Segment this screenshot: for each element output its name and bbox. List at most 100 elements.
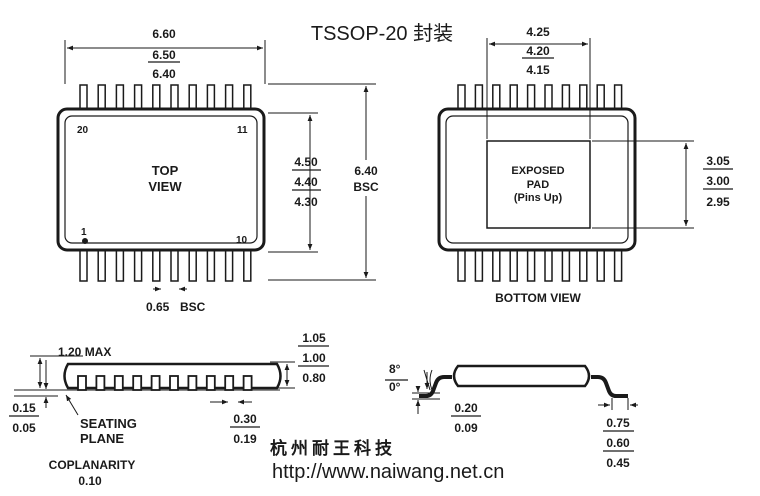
bottom-view-pin: [544, 84, 553, 112]
pitch-dim-note: BSC: [180, 300, 206, 314]
top-view-pin: [224, 247, 234, 282]
lead-thick-max: 0.20: [454, 401, 478, 415]
pin-10-label: 10: [236, 235, 248, 246]
side-view: 1.20 MAX 1.05 1.00 0.80 0.15 0.05 SEATIN…: [9, 331, 329, 488]
body-dim-min: 4.30: [294, 195, 318, 209]
top-view-pin: [152, 247, 161, 282]
top-view-pin: [188, 247, 197, 282]
bottom-view-caption: BOTTOM VIEW: [495, 291, 581, 305]
end-view-body: [452, 364, 591, 388]
exposed-pad-line2: PAD: [527, 179, 549, 191]
top-view-pin: [97, 247, 106, 282]
top-view-pin: [133, 247, 143, 282]
drawing-title: TSSOP-20 封装: [311, 22, 453, 45]
standoff-min: 0.05: [12, 421, 36, 435]
bottom-view: EXPOSED PAD (Pins Up) BOTTOM VIEW 4.25 4…: [437, 25, 733, 305]
overall-dim-note: BSC: [353, 180, 379, 194]
bottom-view-pin: [509, 247, 518, 282]
end-view-lead-left: [419, 375, 452, 398]
side-view-lead: [169, 375, 179, 391]
lead-thick-min: 0.09: [454, 421, 478, 435]
bottom-view-pin: [457, 84, 466, 112]
bottom-view-pin: [613, 84, 623, 112]
pad-height-min: 2.95: [706, 195, 730, 209]
lead-width-min: 0.19: [233, 432, 257, 446]
side-view-lead: [242, 375, 253, 391]
exposed-pad-line1: EXPOSED: [511, 165, 564, 177]
top-view-label-line1: TOP: [152, 163, 179, 178]
top-view-pin: [133, 84, 143, 112]
seating-plane-line1: SEATING: [80, 416, 137, 431]
top-view-pin: [206, 84, 216, 112]
body-thick-nom: 1.00: [302, 351, 326, 365]
angle-max: 8°: [389, 362, 401, 376]
top-view-pin: [115, 247, 125, 282]
side-view-lead: [113, 375, 124, 391]
bottom-view-pin: [474, 247, 484, 282]
side-view-lead: [187, 375, 198, 391]
seating-plane-leader: [65, 394, 79, 416]
top-view-pin: [224, 84, 234, 112]
top-view-pin: [188, 84, 197, 112]
seating-plane-line2: PLANE: [80, 431, 124, 446]
angle-arc: [429, 369, 433, 391]
angle-min: 0°: [389, 380, 401, 394]
top-view-pin: [152, 84, 161, 112]
top-view-pin: [170, 84, 179, 112]
side-view-lead: [77, 375, 87, 391]
width-dim-max: 6.60: [152, 27, 176, 41]
top-view-pin: [115, 84, 125, 112]
coplanarity-value: 0.10: [78, 474, 102, 488]
side-view-lead: [132, 375, 143, 391]
bottom-view-pin: [561, 247, 571, 282]
foot-length-min: 0.45: [606, 456, 630, 470]
bottom-view-pin: [457, 247, 466, 282]
top-view-label-line2: VIEW: [148, 179, 182, 194]
bottom-view-pin: [509, 84, 518, 112]
bottom-view-pin: [579, 247, 588, 282]
overall-dim-value: 6.40: [354, 164, 378, 178]
bottom-view-pin: [579, 84, 588, 112]
top-view-pin: [79, 247, 88, 282]
width-dim-min: 6.40: [152, 67, 176, 81]
exposed-pad-line3: (Pins Up): [514, 192, 563, 204]
bottom-view-pins-top: [457, 84, 623, 112]
max-height-label: 1.20 MAX: [58, 345, 111, 359]
company-name: 杭州耐王科技: [270, 438, 396, 458]
exposed-pad: [486, 140, 591, 229]
company-url: http://www.naiwang.net.cn: [272, 461, 504, 483]
end-view: 8° 0° 0.20 0.09 0.75 0.60 0.45: [385, 362, 638, 470]
bottom-view-pin: [474, 84, 484, 112]
pad-width-nom: 4.20: [526, 44, 550, 58]
bottom-view-body-inner: [445, 115, 629, 244]
body-thick-max: 1.05: [302, 331, 326, 345]
pitch-dim-value: 0.65: [146, 300, 170, 314]
top-view-pins-top: [79, 84, 252, 112]
bottom-view-pin: [492, 84, 501, 112]
body-dim-max: 4.50: [294, 155, 318, 169]
pad-height-max: 3.05: [706, 154, 730, 168]
bottom-view-pin: [596, 84, 605, 112]
pin-20-label: 20: [77, 125, 89, 136]
top-view-pin: [79, 84, 88, 112]
lead-width-max: 0.30: [233, 412, 257, 426]
top-view-pin: [97, 84, 106, 112]
bottom-view-pin: [613, 247, 623, 282]
body-dim-nom: 4.40: [294, 175, 318, 189]
side-view-lead: [150, 375, 161, 391]
end-view-lead-right: [591, 375, 628, 398]
top-view-pin: [243, 247, 252, 282]
top-view-pin: [206, 247, 216, 282]
foot-length-max: 0.75: [606, 416, 630, 430]
bottom-view-pin: [596, 247, 605, 282]
standoff-max: 0.15: [12, 401, 36, 415]
bottom-view-pin: [492, 247, 501, 282]
top-view-pin: [243, 84, 252, 112]
bottom-view-pin: [526, 247, 536, 282]
pin-1-label: 1: [81, 227, 87, 238]
side-view-lead: [95, 375, 106, 391]
pad-width-max: 4.25: [526, 25, 550, 39]
top-view-pin: [170, 247, 179, 282]
top-view-body-inner: [64, 115, 258, 244]
